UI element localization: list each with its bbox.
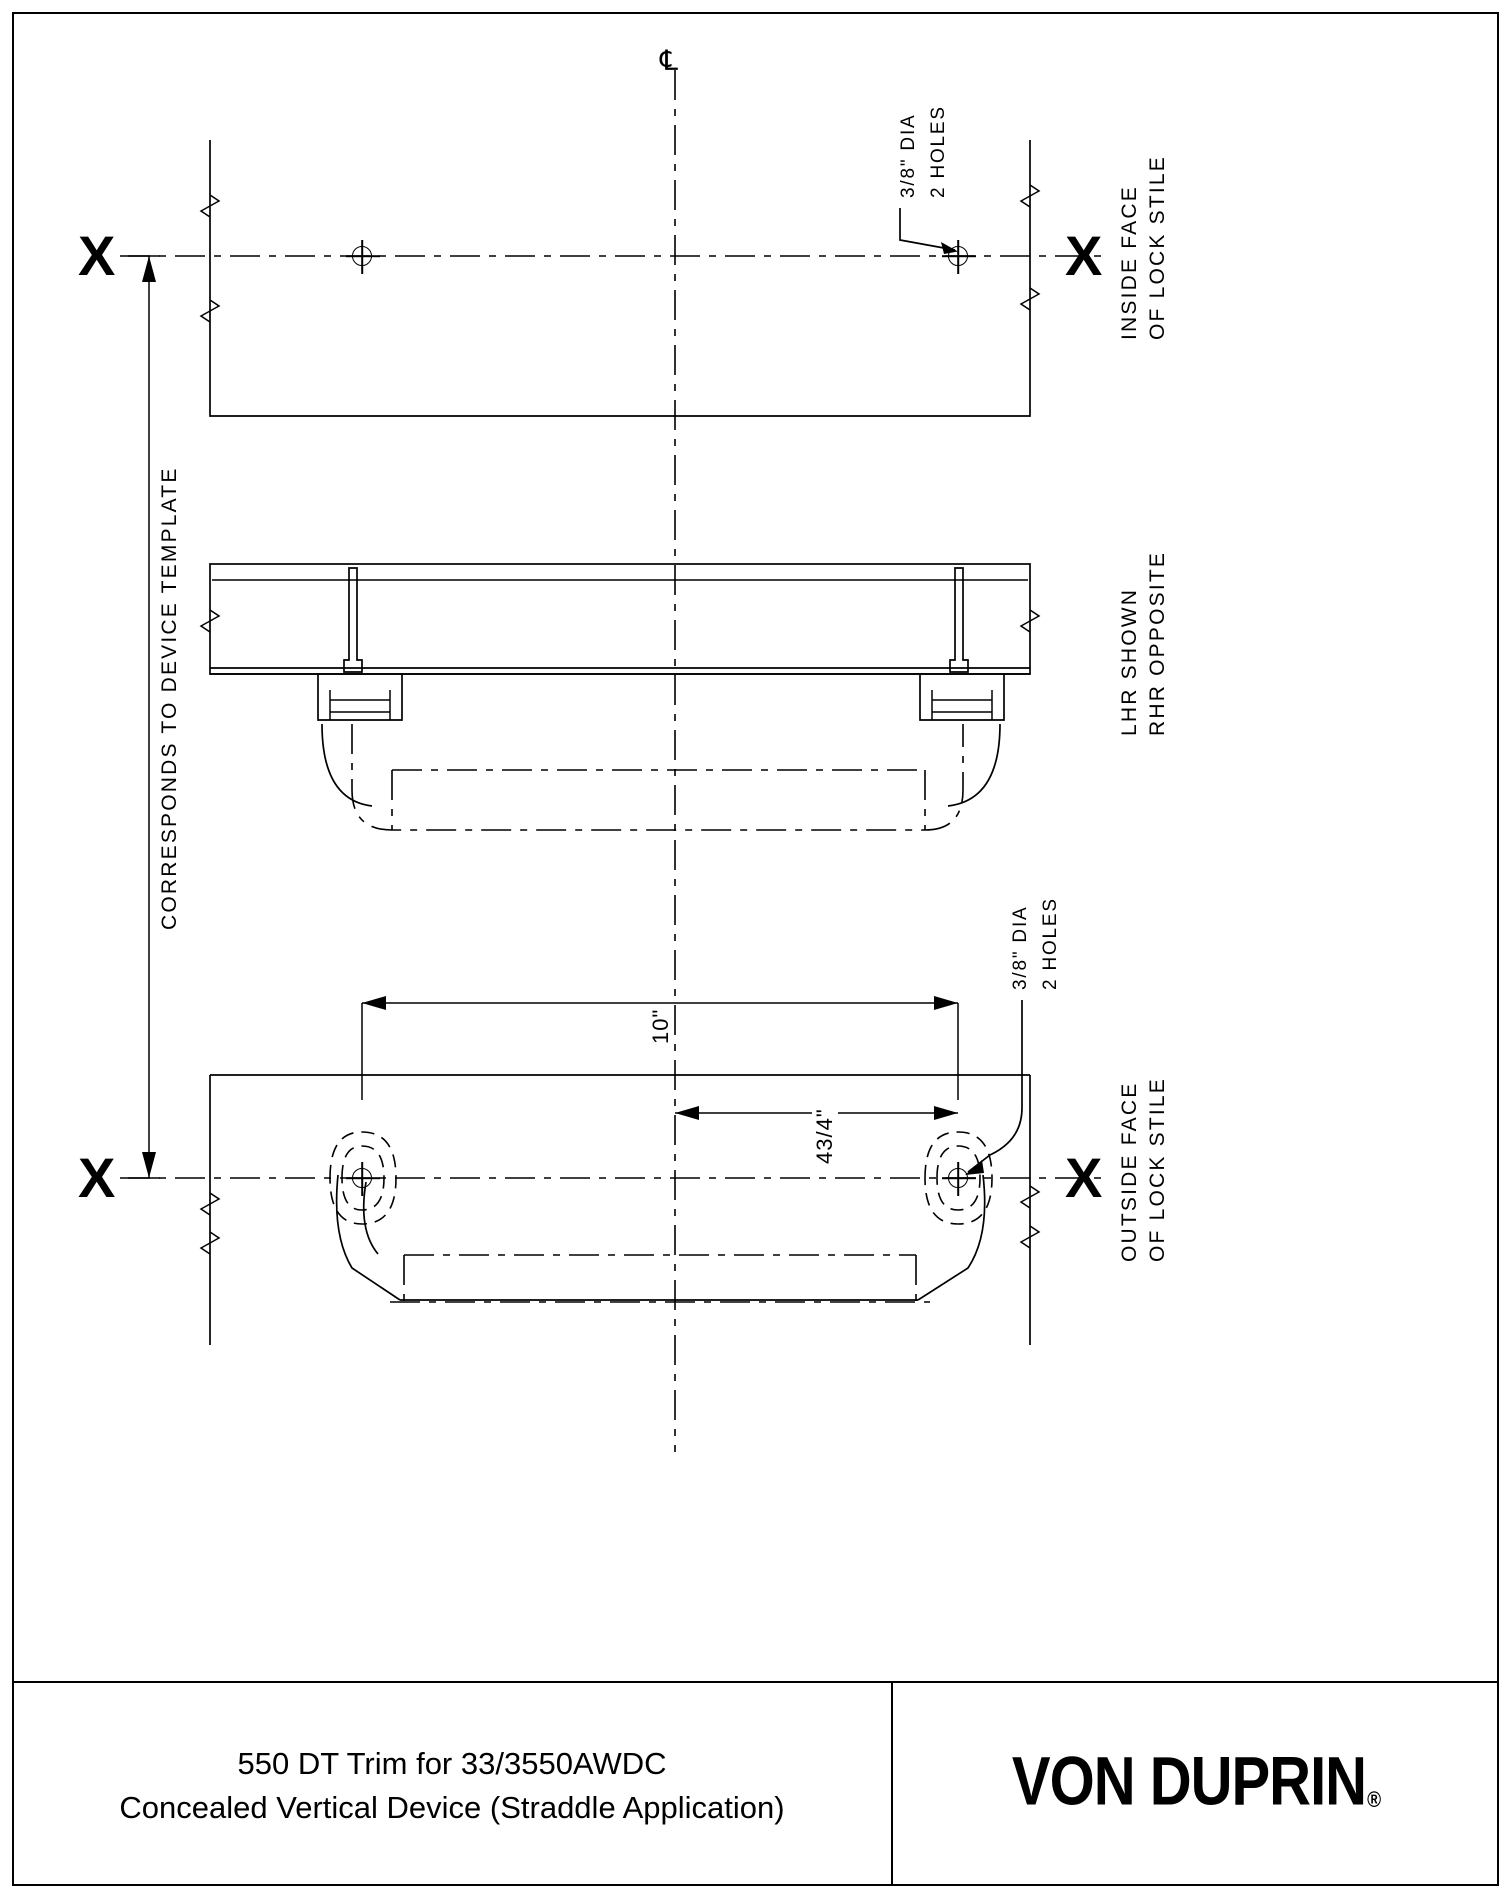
- x-mark-top-right: X: [1065, 224, 1103, 287]
- bottom-view-break-right-2: [1019, 1225, 1041, 1249]
- middle-view-handle-grip-left: [321, 723, 373, 807]
- bottom-view-label-line1: OUTSIDE FACE: [1118, 1081, 1141, 1262]
- top-view-stile-outline: [209, 140, 1031, 417]
- middle-view-right-collar: [919, 674, 1005, 721]
- centerline-symbol: ℄: [660, 46, 678, 77]
- bottom-view-break-left: [199, 1192, 221, 1216]
- middle-view-handle-grip-right: [947, 723, 1001, 807]
- middle-view-break-right: [1019, 609, 1041, 633]
- middle-view-label-line2: RHR OPPOSITE: [1146, 550, 1169, 736]
- brand-name: VON DUPRIN: [1011, 1742, 1367, 1820]
- top-view-callout-line1: 3/8" DIA: [898, 113, 919, 198]
- middle-view-handle-profile: [351, 724, 964, 831]
- x-mark-top-left: X: [78, 224, 116, 287]
- title-block: 550 DT Trim for 33/3550AWDC Concealed Ve…: [13, 1681, 1498, 1885]
- bottom-view-break-right: [1019, 1185, 1041, 1209]
- top-view-callout-line2: 2 HOLES: [928, 105, 949, 198]
- bottom-view-label-line2: OF LOCK STILE: [1146, 1077, 1169, 1262]
- bottom-view-handle-outline-inner-left: [362, 1181, 379, 1255]
- left-dimension-arrow-bottom: [142, 1152, 156, 1178]
- bottom-view-callout-leader: [967, 1000, 1023, 1173]
- top-view-label-line2: OF LOCK STILE: [1146, 155, 1169, 340]
- x-mark-bottom-left: X: [78, 1146, 116, 1209]
- top-view-break-right-2: [1019, 287, 1041, 311]
- dim-10-arrow-right: [934, 996, 958, 1010]
- top-view-break-left: [199, 194, 221, 218]
- bottom-view-callout-line2: 2 HOLES: [1040, 897, 1061, 990]
- bottom-view-left-pad-inner: [341, 1145, 385, 1211]
- dim-434-arrow-right: [934, 1106, 958, 1120]
- dimension-10-label: 10": [648, 1004, 674, 1048]
- dim-434-arrow-left: [675, 1106, 699, 1120]
- title-line-2: Concealed Vertical Device (Straddle Appl…: [119, 1790, 785, 1825]
- title-block-text-area: 550 DT Trim for 33/3550AWDC Concealed Ve…: [13, 1683, 893, 1885]
- top-view-break-left-2: [199, 299, 221, 323]
- dimension-434-label: 43/4": [812, 1104, 838, 1168]
- sheet-border: [12, 12, 1499, 1886]
- bottom-view-break-left-2: [199, 1231, 221, 1255]
- top-view-callout-leader: [899, 208, 956, 251]
- bottom-view-right-pad: [924, 1131, 993, 1225]
- bottom-view-callout-line1: 3/8" DIA: [1010, 905, 1031, 990]
- bottom-view-right-pad-inner: [936, 1145, 981, 1211]
- von-duprin-logo: VON DUPRIN®: [1011, 1741, 1381, 1820]
- bottom-view-left-pad: [329, 1131, 397, 1225]
- dim-10-arrow-left: [362, 996, 386, 1010]
- bottom-view-handle-outline: [335, 1174, 401, 1301]
- middle-view-break-left: [199, 609, 221, 633]
- middle-view-label-line1: LHR SHOWN: [1118, 587, 1141, 736]
- hole-bottom-view-left: [352, 1168, 372, 1188]
- hole-top-view-left: [352, 246, 372, 266]
- middle-view-left-collar: [317, 674, 403, 721]
- left-dimension-label: CORRESPONDS TO DEVICE TEMPLATE: [152, 466, 189, 930]
- top-view-break-right: [1019, 184, 1041, 208]
- title-block-logo-area: VON DUPRIN®: [893, 1683, 1498, 1885]
- bottom-view-handle-outline-right: [917, 1174, 986, 1301]
- bottom-view-callout-arrowhead: [965, 1160, 984, 1175]
- top-view-label-line1: INSIDE FACE: [1118, 185, 1141, 340]
- x-mark-bottom-right: X: [1065, 1146, 1103, 1209]
- hole-top-view-right: [948, 246, 968, 266]
- left-dimension-arrow-top: [142, 256, 156, 282]
- hole-bottom-view-right: [948, 1168, 968, 1188]
- registered-mark-icon: ®: [1367, 1787, 1381, 1813]
- title-line-1: 550 DT Trim for 33/3550AWDC: [237, 1745, 667, 1781]
- middle-view-left-stud: [343, 567, 363, 673]
- middle-view-right-stud: [949, 567, 969, 673]
